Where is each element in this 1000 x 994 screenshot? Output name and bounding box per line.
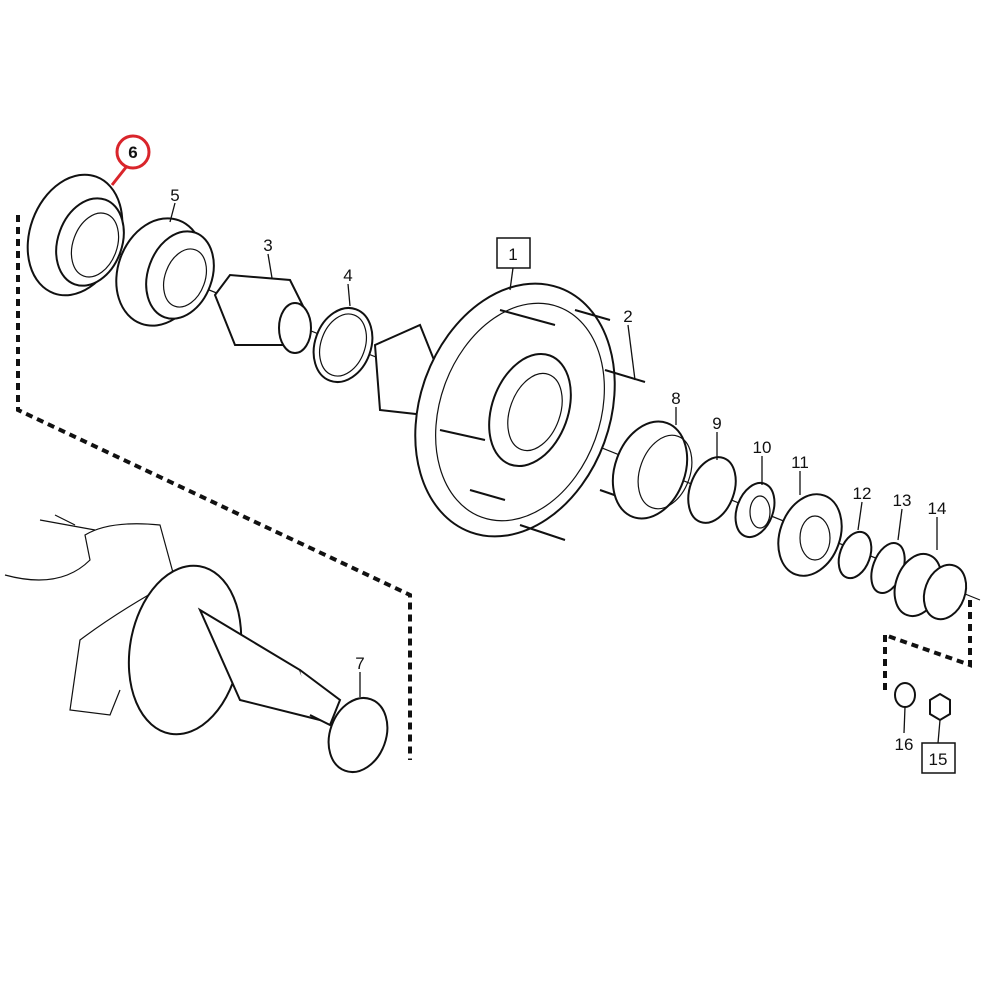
- leader-lines: [110, 165, 941, 744]
- part-16-washer[interactable]: [894, 682, 916, 708]
- callout-6[interactable]: 6: [128, 143, 137, 162]
- part-14-hub-cap[interactable]: [886, 547, 973, 625]
- part-8-bearing[interactable]: [600, 411, 701, 529]
- callout-3[interactable]: 3: [263, 236, 272, 255]
- callout-13[interactable]: 13: [893, 491, 912, 510]
- part-11-lock-plate[interactable]: [767, 485, 852, 584]
- callout-15-box: [921, 742, 956, 774]
- part-7-ring[interactable]: [319, 690, 398, 781]
- part-2-wheel-studs[interactable]: [439, 309, 646, 541]
- part-12-ring[interactable]: [833, 527, 878, 582]
- callout-12[interactable]: 12: [853, 484, 872, 503]
- part-3-sleeve[interactable]: [213, 273, 312, 354]
- callout-2[interactable]: 2: [623, 307, 632, 326]
- callout-5[interactable]: 5: [170, 186, 179, 205]
- callout-4[interactable]: 4: [343, 266, 352, 285]
- callout-15[interactable]: 15: [929, 750, 948, 769]
- callout-11[interactable]: 11: [791, 453, 809, 472]
- part-4-ring[interactable]: [304, 300, 383, 391]
- callout-8[interactable]: 8: [671, 389, 680, 408]
- callout-6-highlight-circle: [115, 134, 151, 170]
- assembly-bracket-right: [883, 600, 972, 690]
- callout-1[interactable]: 1: [508, 245, 517, 264]
- callout-14[interactable]: 14: [928, 499, 947, 518]
- steering-knuckle-spindle[interactable]: [4, 514, 342, 743]
- part-6-seal[interactable]: [12, 161, 139, 308]
- part-5-bearing[interactable]: [102, 206, 226, 338]
- callout-10[interactable]: 10: [753, 438, 772, 457]
- callout-1-box: [496, 237, 531, 269]
- callout-16[interactable]: 16: [895, 735, 914, 754]
- assembly-bracket-left: [16, 215, 412, 760]
- part-1-hub[interactable]: [373, 255, 649, 564]
- part-15-nut[interactable]: [929, 692, 951, 722]
- callout-7[interactable]: 7: [355, 654, 364, 673]
- part-10-nut[interactable]: [729, 478, 782, 543]
- callout-9[interactable]: 9: [712, 414, 721, 433]
- part-9-washer[interactable]: [680, 451, 745, 530]
